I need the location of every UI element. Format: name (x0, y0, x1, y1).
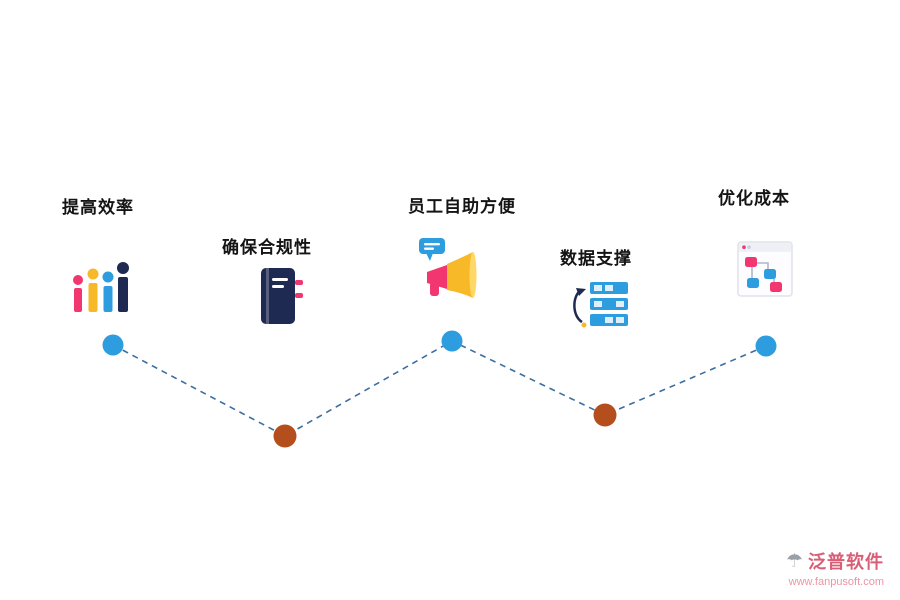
database-sync-icon (573, 282, 628, 328)
item-label-cost: 优化成本 (718, 189, 790, 208)
node-dot-5 (755, 335, 777, 357)
umbrella-logo-icon: ☂ (785, 550, 803, 572)
bar-chart-people-icon (73, 262, 129, 312)
notebook-icon (261, 268, 303, 324)
item-label-efficiency: 提高效率 (62, 198, 134, 217)
watermark: ☂ 泛普软件 www.fanpusoft.com (785, 548, 884, 589)
item-label-data-support: 数据支撑 (560, 249, 632, 268)
brand-url: www.fanpusoft.com (788, 576, 884, 588)
flowchart-window-icon (737, 241, 793, 297)
node-dot-3 (441, 330, 463, 352)
item-label-self-service: 员工自助方便 (408, 197, 516, 216)
connector-polyline (112, 340, 767, 437)
node-dot-4 (593, 403, 617, 427)
item-label-compliance: 确保合规性 (222, 238, 312, 257)
node-dot-2 (273, 424, 297, 448)
node-dot-1 (102, 334, 124, 356)
megaphone-icon (419, 238, 477, 298)
brand-name: 泛普软件 (808, 552, 884, 572)
